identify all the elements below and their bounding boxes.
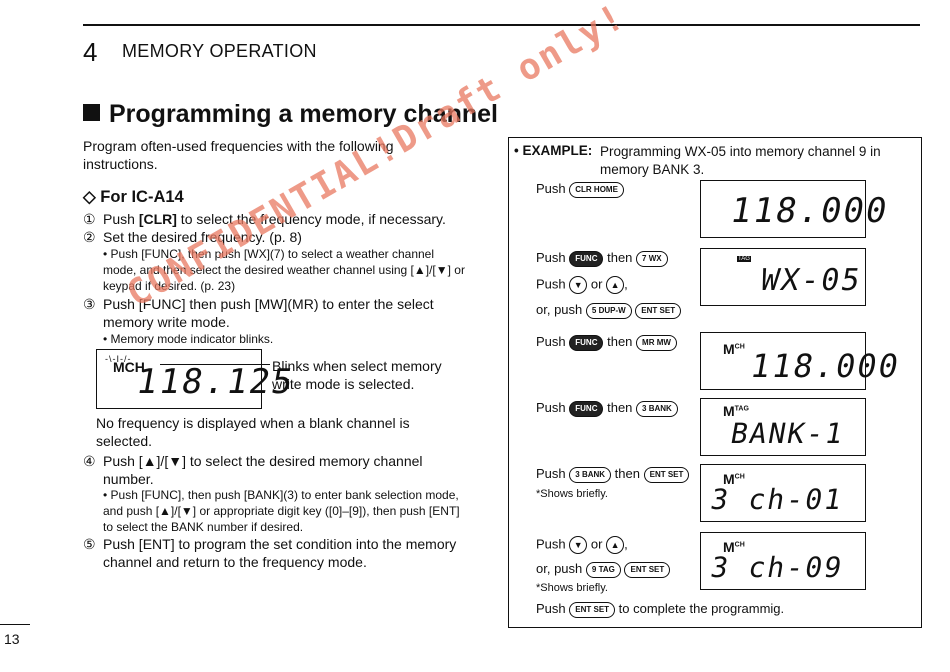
example-lcd-6: MCH 3 ch-09 xyxy=(700,532,866,590)
shows-briefly-note: *Shows briefly. xyxy=(536,582,608,594)
example-lcd-2: TAG WX-05 xyxy=(700,248,866,306)
example-lcd-4: MTAG BANK-1 xyxy=(700,398,866,456)
func-key: FUNC xyxy=(569,400,604,417)
step-key: [CLR] xyxy=(138,211,177,227)
ent-key: ENT SET xyxy=(569,601,616,618)
page-number: 13 xyxy=(4,631,20,647)
dup-key: 5 DUP-W xyxy=(585,302,632,319)
step-text: Set the desired frequency. (p. 8) xyxy=(103,229,302,245)
func-key: FUNC xyxy=(569,250,604,267)
step-5: ⑤ Push [ENT] to program the set condition… xyxy=(83,535,468,571)
chapter-title: MEMORY OPERATION xyxy=(122,41,317,61)
example-row-6: Push FUNC then 3 BANK xyxy=(536,400,678,417)
step-number: ⑤ xyxy=(83,536,96,552)
clr-key: CLR HOME xyxy=(569,181,624,198)
shows-briefly-note: *Shows briefly. xyxy=(536,488,608,500)
example-row-2: Push FUNC then 7 WX xyxy=(536,250,668,267)
section-title-text: Programming a memory channel xyxy=(109,100,499,128)
page-rule xyxy=(0,624,30,625)
example-lcd-5: MCH 3 ch-01 xyxy=(700,464,866,522)
example-lcd-1: 118.000 xyxy=(700,180,892,238)
lcd-display: -\-I-/- MCH 118.125 xyxy=(96,349,298,409)
example-row-7: Push 3 BANK then ENT SET xyxy=(536,466,690,483)
chapter-number: 4 xyxy=(83,37,98,67)
step-text-b: to select the frequency mode, if necessa… xyxy=(176,211,446,227)
section-title: Programming a memory channel xyxy=(83,100,498,129)
example-row-5: Push FUNC then MR MW xyxy=(536,334,677,351)
step-text: Push [▲]/[▼] to select the desired memor… xyxy=(103,453,423,487)
step-number: ① xyxy=(83,211,96,227)
step-text-a: Push xyxy=(103,211,139,227)
header-rule xyxy=(83,24,920,26)
example-box xyxy=(508,137,922,628)
mr-key: MR MW xyxy=(636,334,677,351)
ent-key: ENT SET xyxy=(643,466,690,483)
example-lcd-3: MCH 118.000 xyxy=(700,332,903,390)
up-key: ▲ xyxy=(606,536,625,554)
step-1: ① Push [CLR] to select the frequency mode… xyxy=(83,210,468,228)
func-key: FUNC xyxy=(569,334,604,351)
tag-indicator: TAG xyxy=(737,256,751,262)
ent-key: ENT SET xyxy=(624,561,671,578)
step-3: ③ Push [FUNC] then push [MW](MR) to enter… xyxy=(83,295,468,331)
example-row-1: Push CLR HOME xyxy=(536,181,624,198)
example-description: Programming WX-05 into memory channel 9 … xyxy=(600,144,881,177)
example-row-9: or, push 9 TAG ENT SET xyxy=(536,561,671,578)
example-row-3: Push ▼ or ▲, xyxy=(536,276,628,294)
example-row-4: or, push 5 DUP-W ENT SET xyxy=(536,302,682,319)
bank-key: 3 BANK xyxy=(636,400,678,417)
down-key: ▼ xyxy=(569,536,588,554)
memory-indicator: MCH xyxy=(723,341,745,357)
subheading: ◇ For IC-A14 xyxy=(83,187,184,207)
step-text: Push [ENT] to program the set condition … xyxy=(103,536,457,570)
step-3-note: • Memory mode indicator blinks. xyxy=(103,332,274,346)
memory-indicator: MTAG xyxy=(723,403,749,419)
blink-callout: Blinks when select memory write mode is … xyxy=(272,358,442,392)
memory-indicator: MCH xyxy=(723,539,745,555)
down-key: ▼ xyxy=(569,276,588,294)
step-number: ④ xyxy=(83,453,96,469)
ent-key: ENT SET xyxy=(635,302,682,319)
blink-rays: -\-I-/- xyxy=(105,354,132,364)
intro-text: Program often-used frequencies with the … xyxy=(83,138,394,172)
example-row-8: Push ▼ or ▲, xyxy=(536,536,628,554)
callout-line xyxy=(160,364,270,365)
step-number: ③ xyxy=(83,296,96,312)
example-label: • EXAMPLE: xyxy=(514,143,593,158)
step-2: ② Set the desired frequency. (p. 8) xyxy=(83,228,468,246)
example-row-10: Push ENT SET to complete the programmig. xyxy=(536,601,785,618)
step-number: ② xyxy=(83,229,96,245)
wx-key: 7 WX xyxy=(636,250,668,267)
memory-indicator: MCH xyxy=(113,359,145,375)
step-4-note: • Push [FUNC], then push [BANK](3) to en… xyxy=(103,488,460,534)
square-bullet-icon xyxy=(83,104,100,121)
subheading-text: For IC-A14 xyxy=(100,188,184,206)
tag-key: 9 TAG xyxy=(585,561,621,578)
step-4: ④ Push [▲]/[▼] to select the desired memo… xyxy=(83,452,468,488)
step-2-note: • Push [FUNC], then push [WX](7) to sele… xyxy=(103,247,465,293)
up-key: ▲ xyxy=(606,276,625,294)
bank-key: 3 BANK xyxy=(569,466,612,483)
diamond-icon: ◇ xyxy=(83,188,101,206)
memory-indicator: MCH xyxy=(723,471,745,487)
step-text: Push [FUNC] then push [MW](MR) to enter … xyxy=(103,296,434,330)
blank-note: No frequency is displayed when a blank c… xyxy=(96,415,410,449)
